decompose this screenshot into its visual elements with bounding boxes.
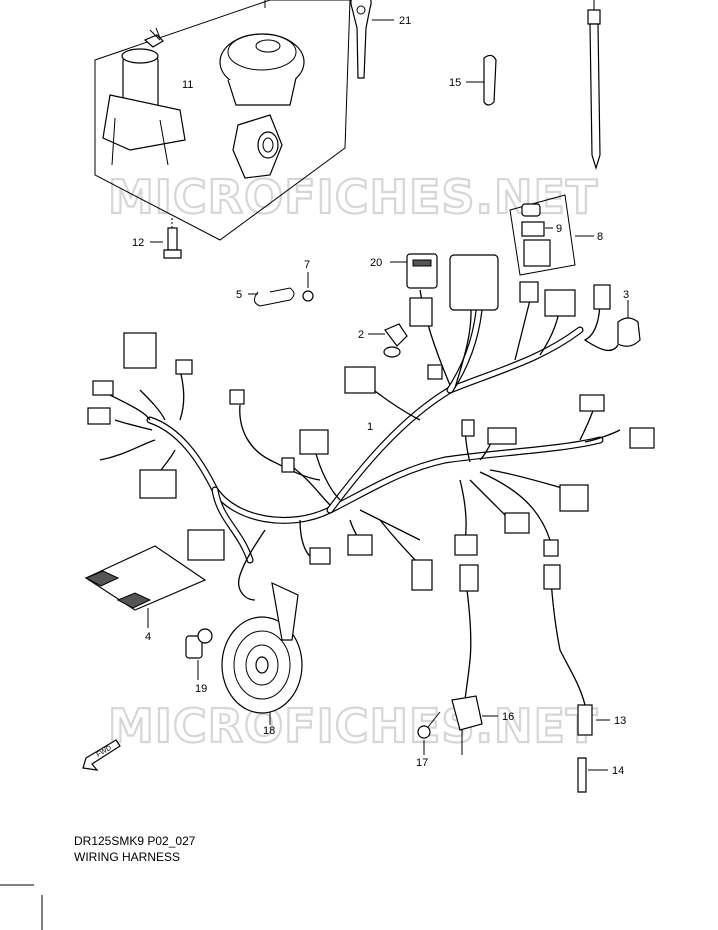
callout-20: 20 [370,257,382,269]
callout-5: 5 [236,289,242,301]
clamp-part-15 [466,54,497,106]
grommet-part-2 [368,323,408,358]
screw-part-17 [417,711,441,755]
callout-21: 21 [399,15,411,27]
switch-part-16 [451,695,498,755]
main-wiring-harness [99,289,621,706]
pad-part-4 [84,545,207,628]
callout-9: 9 [556,223,562,235]
model-code: DR125SMK9 P02_027 [74,834,196,848]
callout-7: 7 [304,259,310,271]
relay-kit-part-8-9 [509,194,594,276]
steering-lock-part [232,114,283,179]
forward-direction-marker: FWD [82,739,121,771]
horn-part-18 [221,581,303,725]
callout-12: 12 [132,237,144,249]
callout-15: 15 [449,77,461,89]
callout-3: 3 [623,289,629,301]
diagram-title: WIRING HARNESS [74,850,181,864]
sensor-part-13-14 [577,704,610,793]
harness-connectors [87,254,655,592]
watermark-top: MICROFICHES.NET [108,170,598,224]
callout-14: 14 [612,765,624,777]
screw-part-7 [302,272,314,302]
callout-8: 8 [597,231,603,243]
callout-1: 1 [367,421,373,433]
callout-13: 13 [614,715,626,727]
callout-16: 16 [502,711,514,723]
callout-4: 4 [145,631,151,643]
fuel-cap-part [219,33,305,106]
callout-17: 17 [416,757,428,769]
ignition-switch-part [102,27,186,166]
bolt-part-19 [185,628,213,680]
boot-part-3 [617,300,641,347]
connector-part-20 [390,253,438,289]
cable-tie-part [587,0,601,171]
callout-2: 2 [358,329,364,341]
bolt-part-12 [150,218,182,259]
watermark-bottom: MICROFICHES.NET [108,699,598,753]
callout-18: 18 [263,725,275,737]
callout-19: 19 [195,683,207,695]
key-part-21 [350,0,394,79]
ignition-switch-kit [94,0,351,241]
callout-11: 11 [182,79,193,91]
clip-part-5 [248,287,295,307]
